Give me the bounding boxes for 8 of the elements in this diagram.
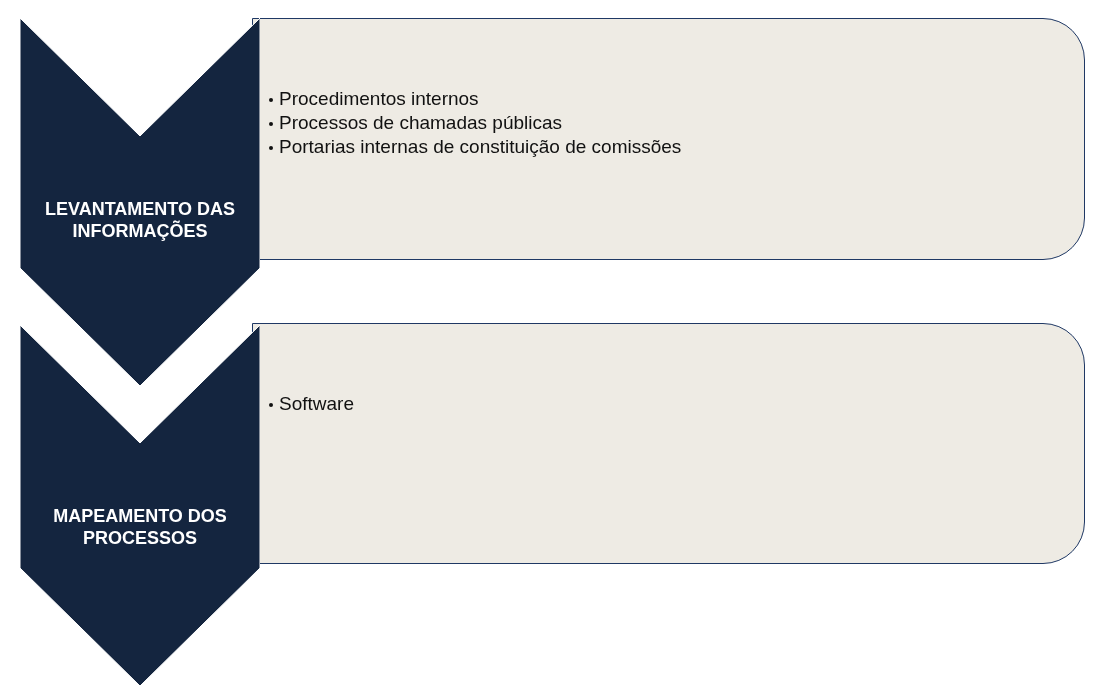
bullet-item: Software [267, 392, 354, 416]
bullet-item: Procedimentos internos [267, 87, 682, 111]
bullet-item: Processos de chamadas públicas [267, 111, 682, 135]
step-label: LEVANTAMENTO DAS INFORMAÇÕES [44, 198, 236, 242]
step-label: MAPEAMENTO DOS PROCESSOS [52, 505, 228, 549]
content-panel [252, 18, 1085, 260]
bullet-item: Portarias internas de constituição de comissões [267, 135, 682, 159]
content-panel [252, 323, 1085, 564]
